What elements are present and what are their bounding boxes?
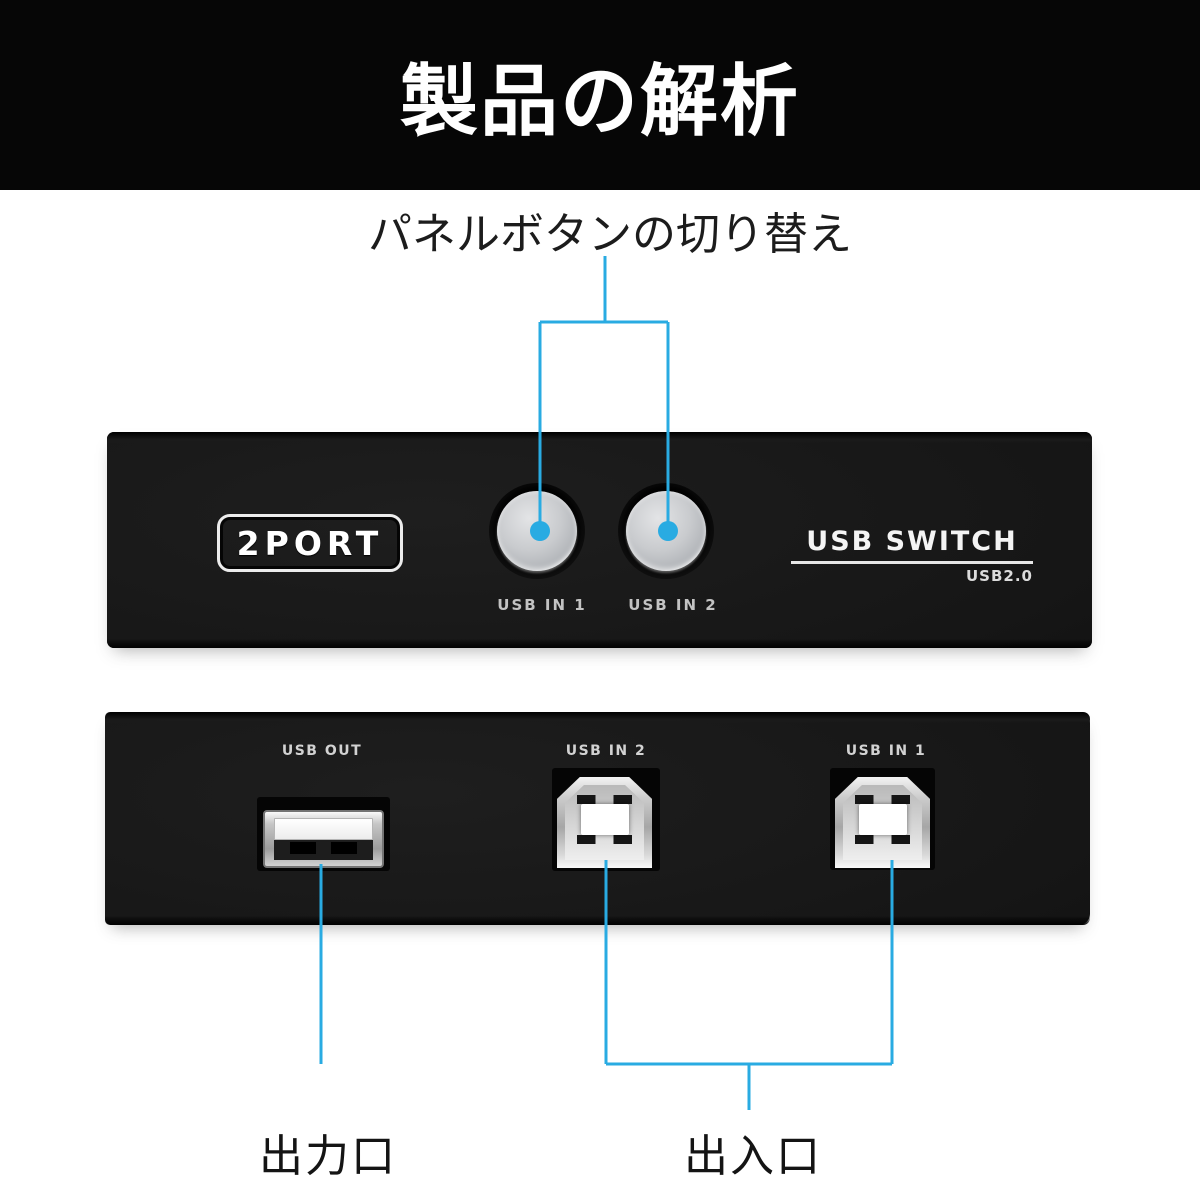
usb-switch-front-view: 2PORT USB IN 1 USB IN 2 USB SWITCH USB2.… bbox=[107, 432, 1092, 648]
usb-a-port-usb-out bbox=[257, 797, 390, 871]
usb-b-contacts-bottom bbox=[855, 835, 910, 844]
usb-b-contacts-top bbox=[855, 795, 910, 804]
front-label-usb-in-1: USB IN 1 bbox=[497, 596, 587, 614]
rear-label-usb-in-1: USB IN 1 bbox=[845, 743, 927, 759]
brand-block: USB SWITCH USB2.0 bbox=[791, 526, 1033, 585]
brand-title: USB SWITCH bbox=[791, 526, 1033, 564]
usb-b-center bbox=[581, 804, 629, 835]
push-button-usb-in-2 bbox=[626, 491, 706, 571]
usb-a-cavity bbox=[274, 840, 373, 860]
callout-label-output-port: 出力口 bbox=[259, 1131, 397, 1182]
page-title: 製品の解析 bbox=[399, 57, 800, 147]
usb-a-tongue bbox=[274, 818, 373, 840]
callout-label-io-port: 出入口 bbox=[684, 1131, 822, 1182]
usb-b-port-usb-in-1 bbox=[830, 768, 935, 870]
rear-label-usb-out: USB OUT bbox=[281, 743, 363, 759]
usb-a-shell bbox=[263, 810, 384, 868]
usb-b-shell bbox=[835, 777, 930, 868]
header-bar: 製品の解析 bbox=[0, 0, 1200, 190]
usb-b-contacts-top bbox=[577, 795, 632, 804]
callout-label-panel-buttons: パネルボタンの切り替え bbox=[368, 209, 852, 260]
push-button-usb-in-1 bbox=[497, 491, 577, 571]
usb-b-center bbox=[859, 804, 907, 835]
usb-b-shell bbox=[557, 777, 652, 868]
badge-2port: 2PORT bbox=[217, 514, 403, 572]
front-label-usb-in-2: USB IN 2 bbox=[628, 596, 718, 614]
rear-label-usb-in-2: USB IN 2 bbox=[565, 743, 647, 759]
usb-b-contacts-bottom bbox=[577, 835, 632, 844]
brand-subtitle: USB2.0 bbox=[966, 567, 1033, 585]
usb-switch-rear-view: USB OUT USB IN 2 USB IN 1 bbox=[105, 712, 1090, 925]
usb-b-port-usb-in-2 bbox=[552, 768, 660, 871]
